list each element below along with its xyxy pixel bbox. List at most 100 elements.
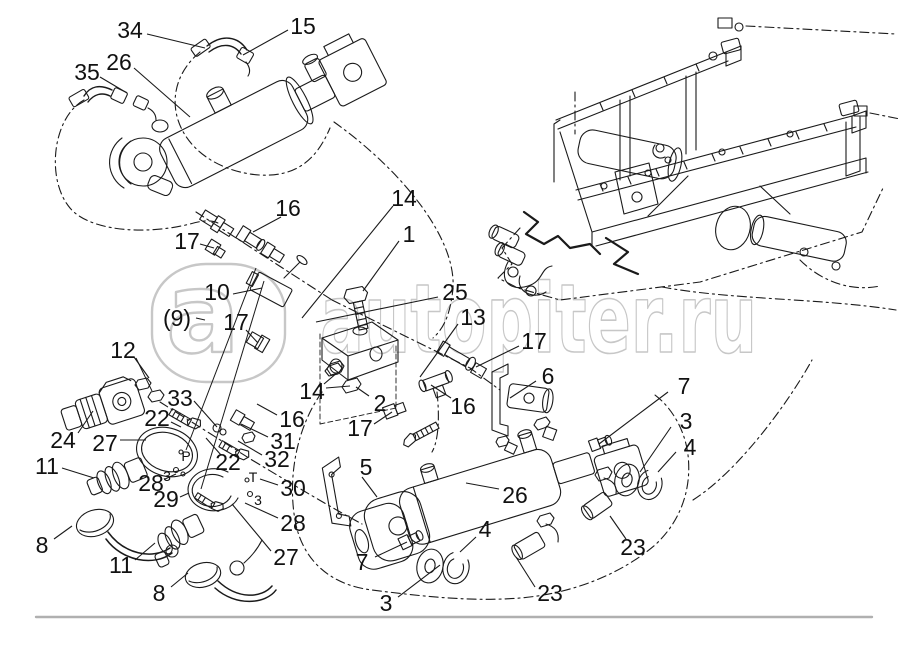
leader-line: [99, 76, 128, 94]
part-label: 24: [50, 427, 76, 453]
leader-line: [53, 525, 73, 540]
leader-line: [242, 29, 289, 56]
part-label: 32: [264, 446, 290, 472]
leader-line: [397, 564, 441, 598]
leader-line: [373, 411, 393, 425]
part-label: 26: [502, 482, 528, 508]
leader-line: [256, 403, 278, 416]
part-label: 17: [174, 228, 200, 254]
top-cylinder: [54, 33, 454, 339]
part-label: 33: [167, 385, 193, 411]
leader-line: [237, 440, 263, 456]
port-mark: 3: [254, 492, 262, 508]
leader-line: [135, 357, 153, 392]
leader-line: [61, 467, 95, 479]
part-label: 29: [153, 486, 179, 512]
leader-line: [362, 240, 400, 292]
leader-line: [465, 482, 500, 490]
part-label: 4: [684, 434, 697, 460]
part-label: 26: [106, 49, 132, 75]
leader-line: [475, 345, 520, 368]
part-label: 28: [280, 510, 306, 536]
leader-line: [252, 216, 282, 233]
part-label: 12: [110, 337, 136, 363]
leader-line: [231, 503, 272, 552]
leader-line: [199, 243, 215, 249]
part-label: 35: [74, 59, 100, 85]
port-mark: 3: [163, 468, 171, 484]
part-label: 27: [273, 544, 299, 570]
leader-line: [323, 371, 339, 385]
leader-line: [195, 317, 206, 321]
part-label: 3: [380, 590, 393, 616]
part-label: 7: [356, 549, 369, 575]
leader-line: [639, 426, 672, 473]
leader-line: [459, 536, 477, 553]
leader-line: [515, 556, 536, 588]
leader-line: [200, 280, 265, 490]
port-mark: P: [181, 448, 190, 464]
leader-line: [374, 541, 408, 558]
part-label: 17: [223, 309, 249, 335]
leader-line: [598, 391, 669, 445]
leader-line: [325, 385, 351, 389]
leader-line: [509, 380, 537, 399]
leader-line: [259, 478, 279, 486]
part-label: 23: [537, 580, 563, 606]
leader-line: [133, 67, 191, 118]
leader-line: [179, 492, 190, 498]
leader-line: [361, 476, 378, 498]
part-label: 1: [403, 221, 416, 247]
leader-line: [170, 421, 182, 428]
port-mark: T: [249, 469, 258, 485]
watermark-logo-letter: a: [166, 249, 240, 379]
part-label: 17: [347, 415, 373, 441]
part-label: 17: [521, 328, 547, 354]
part-label: 15: [290, 13, 316, 39]
leader-line: [609, 515, 627, 540]
watermark: a autopiter.ru: [150, 248, 758, 384]
machine-frame: [488, 17, 900, 311]
watermark-text: autopiter.ru: [320, 265, 757, 375]
part-label: 8: [153, 580, 166, 606]
part-label: 16: [275, 195, 301, 221]
bottom-cylinder: [291, 359, 813, 600]
part-label: 2: [374, 390, 387, 416]
watermark-logo-frame: [150, 262, 287, 384]
leader-line: [240, 423, 269, 438]
leader-line: [134, 542, 156, 561]
part-label: (9): [163, 305, 191, 331]
part-label: 3: [680, 408, 693, 434]
leader-line: [185, 267, 257, 451]
part-label: 11: [109, 552, 133, 578]
leader-line: [315, 296, 439, 323]
leader-line: [301, 205, 394, 319]
part-label: 7: [678, 373, 691, 399]
leader-line: [430, 384, 452, 399]
leader-line: [657, 451, 677, 473]
leader-line: [419, 323, 459, 378]
leader-line: [170, 572, 189, 588]
part-label: 16: [279, 406, 305, 432]
leader-line: [193, 400, 218, 428]
leader-line: [355, 386, 370, 397]
part-label: 14: [391, 185, 417, 211]
part-label: 34: [117, 17, 143, 43]
part-label: 30: [280, 475, 306, 501]
leader-line: [133, 356, 150, 379]
part-label: 31: [270, 428, 296, 454]
leader-line: [77, 410, 94, 434]
part-label: 8: [36, 532, 49, 558]
leader-line: [146, 33, 206, 49]
part-label: 27: [92, 430, 118, 456]
leader-line: [244, 502, 279, 519]
part-label: 6: [542, 363, 555, 389]
part-label: 10: [204, 279, 230, 305]
coupler-cluster: [60, 376, 363, 603]
leader-line: [164, 473, 177, 480]
part-label: 5: [360, 454, 373, 480]
part-label: 28: [138, 470, 164, 496]
